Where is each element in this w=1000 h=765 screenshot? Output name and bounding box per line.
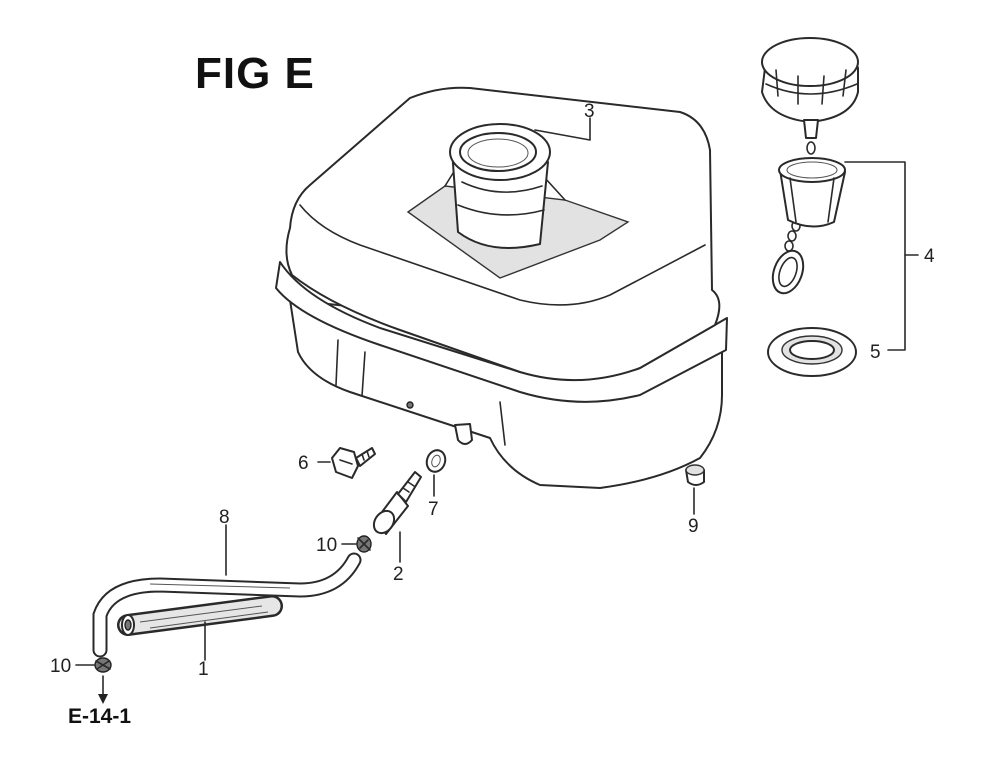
callout-2: 2	[393, 564, 404, 585]
fuel-tube	[92, 552, 362, 658]
callout-1: 1	[198, 659, 209, 680]
cap-gasket	[767, 327, 857, 377]
arrow-down-icon	[98, 694, 108, 704]
callout-10-upper: 10	[316, 535, 337, 556]
filler-neck	[449, 123, 551, 249]
fuel-strainer	[778, 157, 846, 228]
callout-6: 6	[298, 453, 309, 474]
fuel-tube-short	[117, 595, 283, 636]
callout-9: 9	[688, 516, 699, 537]
callout-8: 8	[219, 507, 230, 528]
fuel-tank	[275, 86, 728, 489]
callout-7: 7	[428, 499, 439, 520]
fuel-cap	[761, 37, 859, 139]
callout-4: 4	[924, 246, 935, 267]
callout-3: 3	[584, 101, 595, 122]
flange-bolt	[331, 447, 376, 479]
fuel-valve	[372, 471, 422, 535]
leader-lines	[75, 117, 695, 666]
hose-clip-lower	[94, 657, 112, 673]
hose-clip-upper	[356, 535, 372, 553]
callout-10-lower: 10	[50, 656, 71, 677]
callout-5: 5	[870, 342, 881, 363]
valve-washer	[425, 449, 447, 473]
drain-nut	[685, 464, 705, 486]
reference-label: E-14-1	[68, 705, 132, 728]
figure-title: FIG E	[195, 49, 315, 98]
